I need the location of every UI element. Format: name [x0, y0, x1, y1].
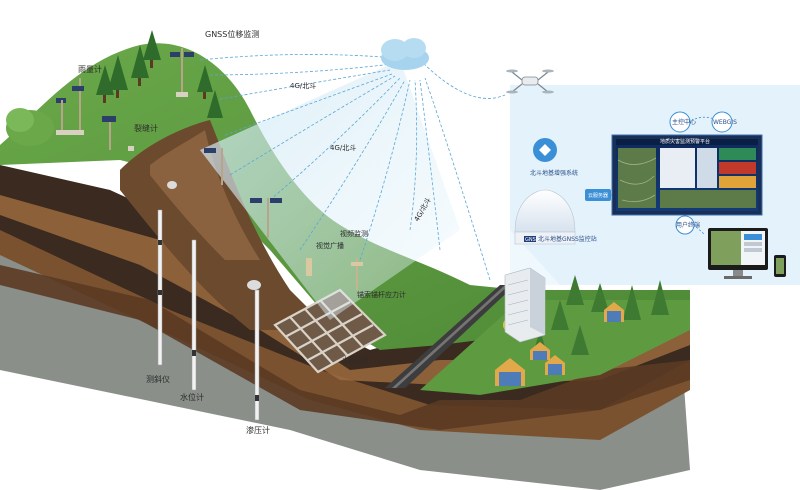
label-dome-plate-text: 北斗地基GNSS监控站 — [538, 235, 597, 243]
label-crack-meter: 裂缝计 — [134, 123, 158, 133]
landslide-debris — [150, 130, 260, 260]
desktop-monitor — [708, 228, 768, 279]
label-dome-caption: 北斗地基增强系统 — [530, 169, 578, 177]
platform-screen — [611, 134, 763, 216]
soil-band — [0, 195, 690, 385]
label-link-2: 4G/北斗 — [330, 144, 356, 152]
village-houses — [495, 302, 624, 386]
road-line — [392, 285, 509, 388]
label-gnss: GNSS位移监测 — [205, 29, 259, 39]
label-rain-gauge: 雨量计 — [78, 64, 102, 74]
office-building — [504, 267, 546, 343]
label-screen-title: 地质灾害监测预警平台 — [660, 138, 710, 145]
crack-meter-station — [102, 116, 134, 151]
rain-gauge-station — [56, 78, 84, 135]
mobile-phone-icon — [774, 255, 786, 277]
label-node-left: 云服务器 — [588, 192, 608, 199]
label-node-right: WEBGIS — [713, 119, 737, 126]
dome-plate-badge — [524, 236, 536, 242]
hillside-grass — [0, 43, 690, 350]
mid-slope-poles — [204, 148, 363, 290]
label-gully-monitor: 视频监测 — [340, 229, 368, 238]
label-osmometer: 渗压计 — [246, 425, 270, 435]
label-node-bottom: 用户终端 — [676, 221, 700, 229]
label-node-top: 主控中心 — [672, 118, 696, 126]
platform-network — [585, 111, 733, 236]
gnss-dome — [514, 138, 576, 245]
label-water-level: 水位计 — [180, 392, 204, 402]
borehole-instruments — [157, 181, 261, 421]
communication-beams — [199, 54, 506, 320]
gnss-station-top — [170, 48, 194, 97]
soil-band-lower — [0, 265, 690, 430]
cloud-icon — [381, 38, 429, 70]
hill-trees — [6, 30, 223, 146]
label-dome-plate: GNSS — [525, 237, 539, 243]
label-inclinometer: 测斜仪 — [146, 374, 170, 384]
label-earth-pressure: 土压力计 — [342, 355, 370, 364]
label-wide-area: 视觉广播 — [316, 241, 344, 250]
label-link-1: 4G/北斗 — [290, 82, 316, 90]
drone-icon — [506, 69, 554, 94]
label-anchor-stress: 锚索锚杆应力计 — [357, 290, 406, 299]
village-plateau — [420, 300, 690, 395]
